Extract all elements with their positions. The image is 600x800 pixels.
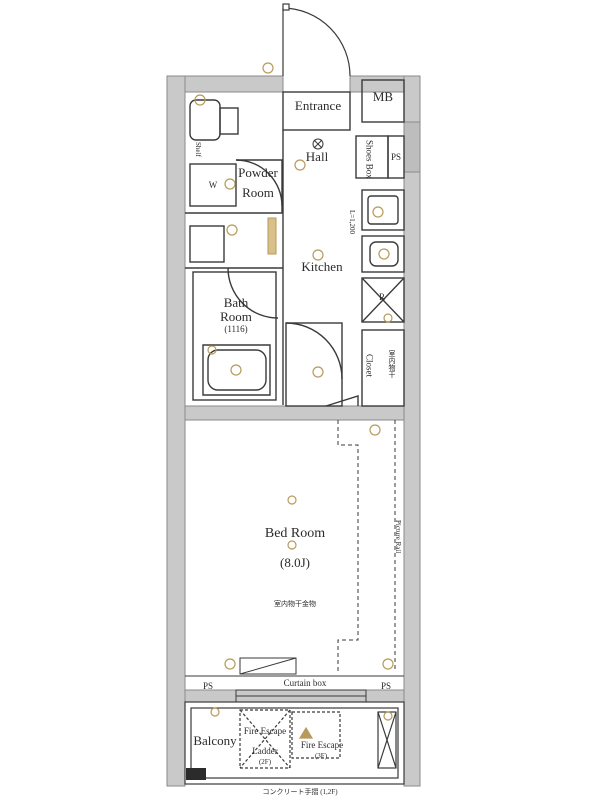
kitchen-mirror [267,217,277,255]
entrance-door [282,3,351,77]
hall-light [312,138,324,150]
label-r: R [378,292,385,302]
label-closet-note: 室内物干 [388,350,397,378]
label-handrail-note: コンクリート手摺 (1,2F) [262,788,338,796]
label-bed-room: Bed Room [264,526,326,541]
label-ladder-2: Ladder [252,746,278,756]
label-closet: Closet [364,354,375,378]
label-powder-2: Room [242,185,274,200]
label-powder-1: Powder [238,165,278,180]
bedroom-dashed [337,420,396,672]
label-w: W [208,180,218,190]
label-kitchen: Kitchen [301,259,343,274]
label-curtain-box: Curtain box [283,678,327,688]
outer-walls [166,75,421,787]
label-picture-rail: Picture Rail [394,520,403,554]
label-l-dim: L=1,200 [348,210,357,234]
label-ladder-floor: (2F) [258,758,272,766]
label-ladder-1: Fire Escape [243,726,287,736]
label-hatch: Fire Escape [300,740,344,750]
label-entrance: Entrance [294,98,342,113]
interior-walls [185,79,405,407]
label-mb: MB [372,89,394,104]
label-balcony: Balcony [193,733,237,748]
label-bath-2: Room [220,309,252,324]
label-ps-right: PS [380,681,391,691]
label-shoes-box: Shoes Box [364,140,375,179]
label-shelf: Shelf [194,142,203,157]
label-ps-left: PS [202,681,213,691]
label-drying-hardware: 室内物干金物 [274,600,316,608]
label-hatch-floor: (3F) [314,752,328,760]
label-bed-size: (8.0J) [280,555,310,570]
balcony-area [184,701,405,785]
label-bath-1: Bath [223,295,249,310]
label-ps-top: PS [390,152,401,162]
drain [186,768,206,780]
fixtures [194,62,394,721]
label-hall: Hall [305,149,329,164]
label-bath-size: (1116) [224,324,248,334]
